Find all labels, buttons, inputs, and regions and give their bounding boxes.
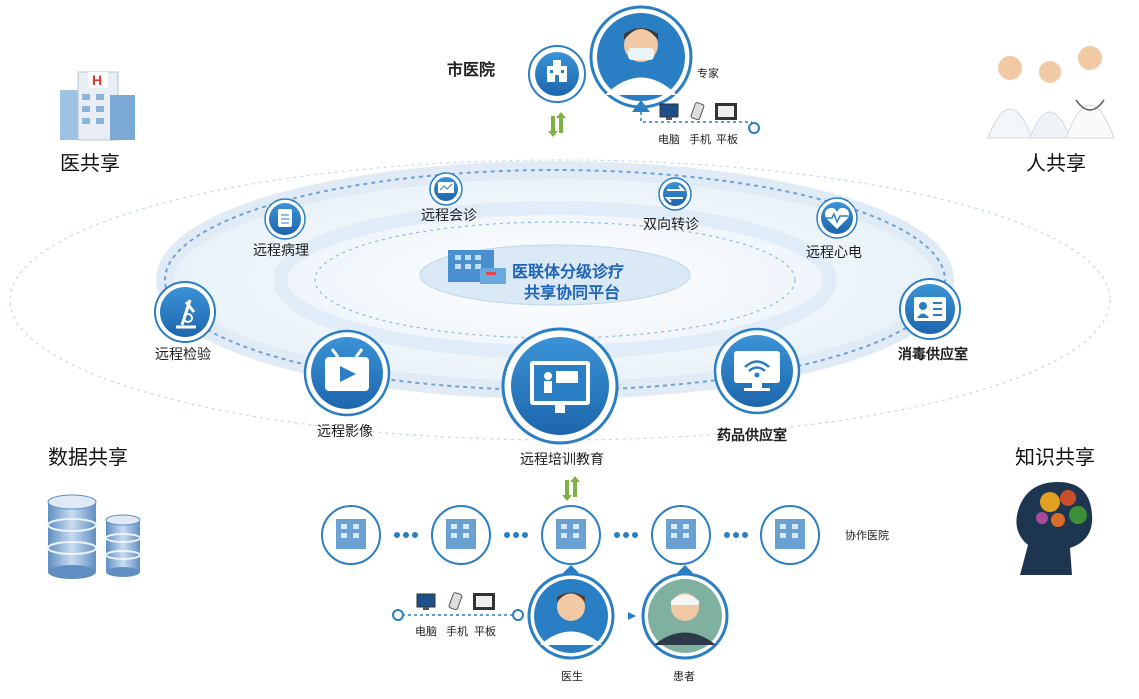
two-way-referral-icon[interactable] [658,177,692,211]
medical-staff-group-icon [987,46,1115,139]
remote-consult-icon[interactable] [429,172,463,206]
bottom-device-computer-label: 电脑 [415,625,437,638]
bottom-device-phone-label: 手机 [446,625,468,638]
database-icon [47,494,141,579]
up-down-arrow-bottom [562,476,580,501]
doctor-label: 医生 [561,670,583,683]
partner-hospital-5[interactable] [760,505,820,565]
expert-avatar [589,5,693,112]
center-hospital-icon [448,250,506,284]
disinfection-supply-icon[interactable] [899,278,961,340]
doctor-to-patient-arrow [628,612,636,620]
city-hospital-icon[interactable] [528,45,586,103]
remote-training-icon[interactable] [501,327,619,445]
medical-building-icon: H [60,71,135,141]
tablet-icon [473,593,495,610]
remote-imaging-icon[interactable] [303,329,391,417]
platform-title-line1: 医联体分级诊疗 [512,262,625,281]
platform-title-line2: 共享协同平台 [524,283,621,302]
expert-device-end [748,122,760,134]
svg-text:H: H [92,72,102,88]
people-share-label: 人共享 [1026,151,1086,175]
bottom-device-tablet-label: 平板 [474,625,496,638]
two-way-referral-label: 双向转诊 [643,217,699,233]
phone-icon [448,592,463,611]
doctor-device-start [392,609,404,621]
tablet-icon [715,103,737,120]
partner-hospital-3[interactable] [541,505,601,565]
computer-icon [416,593,436,610]
medical-share-label: 医共享 [60,151,120,175]
top-device-tablet-label: 平板 [716,133,738,146]
doctor-device-end [512,609,524,621]
up-down-arrow-top [548,112,566,137]
doctor-avatar [527,565,615,660]
remote-pathology-icon[interactable] [264,198,306,240]
partner-hospitals-label: 协作医院 [845,529,889,542]
computer-icon [659,103,679,120]
expert-device-path [640,112,752,123]
remote-ecg-label: 远程心电 [806,245,862,261]
top-device-phone-label: 手机 [689,133,711,146]
remote-training-label: 远程培训教育 [520,452,604,468]
disinfection-supply-label: 消毒供应室 [898,347,968,363]
connector-dots [394,532,748,538]
ring-orbit [164,169,946,391]
top-device-computer-label: 电脑 [658,133,680,146]
partner-hospital-4[interactable] [651,505,711,565]
pharmacy-supply-icon[interactable] [713,327,801,415]
city-hospital-label: 市医院 [447,60,496,79]
patient-label: 患者 [673,670,695,683]
remote-lab-icon[interactable] [154,281,216,343]
partner-hospital-1[interactable] [321,505,381,565]
remote-lab-label: 远程检验 [155,347,211,363]
patient-avatar [641,565,729,660]
phone-icon [690,102,705,121]
remote-pathology-label: 远程病理 [253,243,309,259]
remote-imaging-label: 远程影像 [317,424,373,440]
data-share-label: 数据共享 [48,445,128,469]
brain-gears-icon [1016,482,1093,575]
knowledge-share-label: 知识共享 [1015,445,1095,469]
pharmacy-supply-label: 药品供应室 [717,428,787,444]
expert-label: 专家 [697,67,719,80]
inner-orbit [314,221,796,339]
remote-ecg-icon[interactable] [816,197,858,239]
remote-consult-label: 远程会诊 [421,208,477,224]
partner-hospital-2[interactable] [431,505,491,565]
